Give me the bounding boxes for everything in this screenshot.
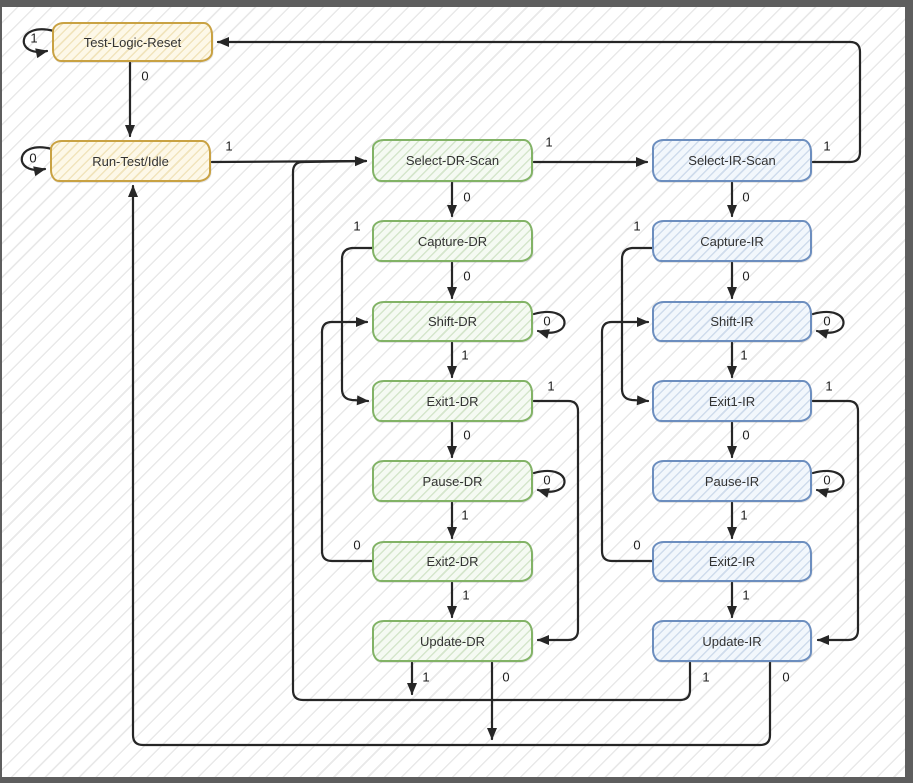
- state-run-test-idle[interactable]: Run-Test/Idle: [50, 140, 211, 182]
- label-cdr-e1dr: 1: [353, 218, 361, 234]
- transition-edges-layer: [20, 28, 862, 747]
- label-rti-self: 0: [29, 150, 37, 166]
- state-exit2-ir[interactable]: Exit2-IR: [652, 541, 812, 582]
- transition-sir-tlr: [216, 37, 862, 164]
- label-uir-rti: 0: [782, 669, 790, 685]
- transition-pir-self: [811, 470, 845, 498]
- label-e1dr-pdr: 0: [463, 427, 471, 443]
- transition-cdr-e1dr: [340, 246, 374, 406]
- transition-shir-self: [811, 311, 845, 339]
- label-e1dr-udr: 1: [547, 378, 555, 394]
- transition-shdr-self: [532, 311, 566, 339]
- state-select-dr-scan[interactable]: Select-DR-Scan: [372, 139, 533, 182]
- label-e2dr-shdr: 0: [353, 537, 361, 553]
- label-pir-self: 0: [823, 472, 831, 488]
- label-e2ir-uir: 1: [742, 587, 750, 603]
- label-tlr-rti: 0: [141, 68, 149, 84]
- label-udr-sdr: 1: [422, 669, 430, 685]
- label-sdr-cdr: 0: [463, 189, 471, 205]
- label-cir-shir: 0: [742, 268, 750, 284]
- label-sdr-sir: 1: [545, 134, 553, 150]
- label-rti-sdr: 1: [225, 138, 233, 154]
- state-select-ir-scan[interactable]: Select-IR-Scan: [652, 139, 812, 182]
- transition-tlr-self: [22, 28, 56, 59]
- label-uir-sdr: 1: [702, 669, 710, 685]
- label-e2ir-shir: 0: [633, 537, 641, 553]
- state-capture-ir[interactable]: Capture-IR: [652, 220, 812, 262]
- transition-e2ir-shir: [600, 317, 654, 563]
- label-pir-e2ir: 1: [740, 507, 748, 523]
- transition-e1dr-udr: [532, 399, 580, 645]
- state-test-logic-reset[interactable]: Test-Logic-Reset: [52, 22, 213, 62]
- label-sir-tlr: 1: [823, 138, 831, 154]
- label-shdr-self: 0: [543, 313, 551, 329]
- state-pause-dr[interactable]: Pause-DR: [372, 460, 533, 502]
- transition-e1ir-uir: [811, 399, 860, 645]
- label-e1ir-uir: 1: [825, 378, 833, 394]
- state-exit2-dr[interactable]: Exit2-DR: [372, 541, 533, 582]
- label-shir-e1ir: 1: [740, 347, 748, 363]
- state-pause-ir[interactable]: Pause-IR: [652, 460, 812, 502]
- label-pdr-e2dr: 1: [461, 507, 469, 523]
- label-tlr-self: 1: [30, 30, 38, 46]
- transition-e2dr-shdr: [320, 317, 374, 563]
- state-update-dr[interactable]: Update-DR: [372, 620, 533, 662]
- transition-uir-rti: [128, 184, 772, 747]
- label-e1ir-pir: 0: [742, 427, 750, 443]
- state-shift-dr[interactable]: Shift-DR: [372, 301, 533, 342]
- diagram-canvas: Test-Logic-Reset Run-Test/Idle Select-DR…: [2, 7, 905, 777]
- state-update-ir[interactable]: Update-IR: [652, 620, 812, 662]
- transition-uir-sdr: [291, 156, 692, 702]
- label-cdr-shdr: 0: [463, 268, 471, 284]
- label-shdr-e1dr: 1: [461, 347, 469, 363]
- label-e2dr-udr: 1: [462, 587, 470, 603]
- state-shift-ir[interactable]: Shift-IR: [652, 301, 812, 342]
- transition-pdr-self: [532, 470, 566, 498]
- transition-cir-e1ir: [620, 246, 654, 406]
- state-exit1-dr[interactable]: Exit1-DR: [372, 380, 533, 422]
- transition-rti-self: [20, 146, 54, 177]
- state-capture-dr[interactable]: Capture-DR: [372, 220, 533, 262]
- label-pdr-self: 0: [543, 472, 551, 488]
- label-udr-rti: 0: [502, 669, 510, 685]
- label-sir-cir: 0: [742, 189, 750, 205]
- state-exit1-ir[interactable]: Exit1-IR: [652, 380, 812, 422]
- label-shir-self: 0: [823, 313, 831, 329]
- label-cir-e1ir: 1: [633, 218, 641, 234]
